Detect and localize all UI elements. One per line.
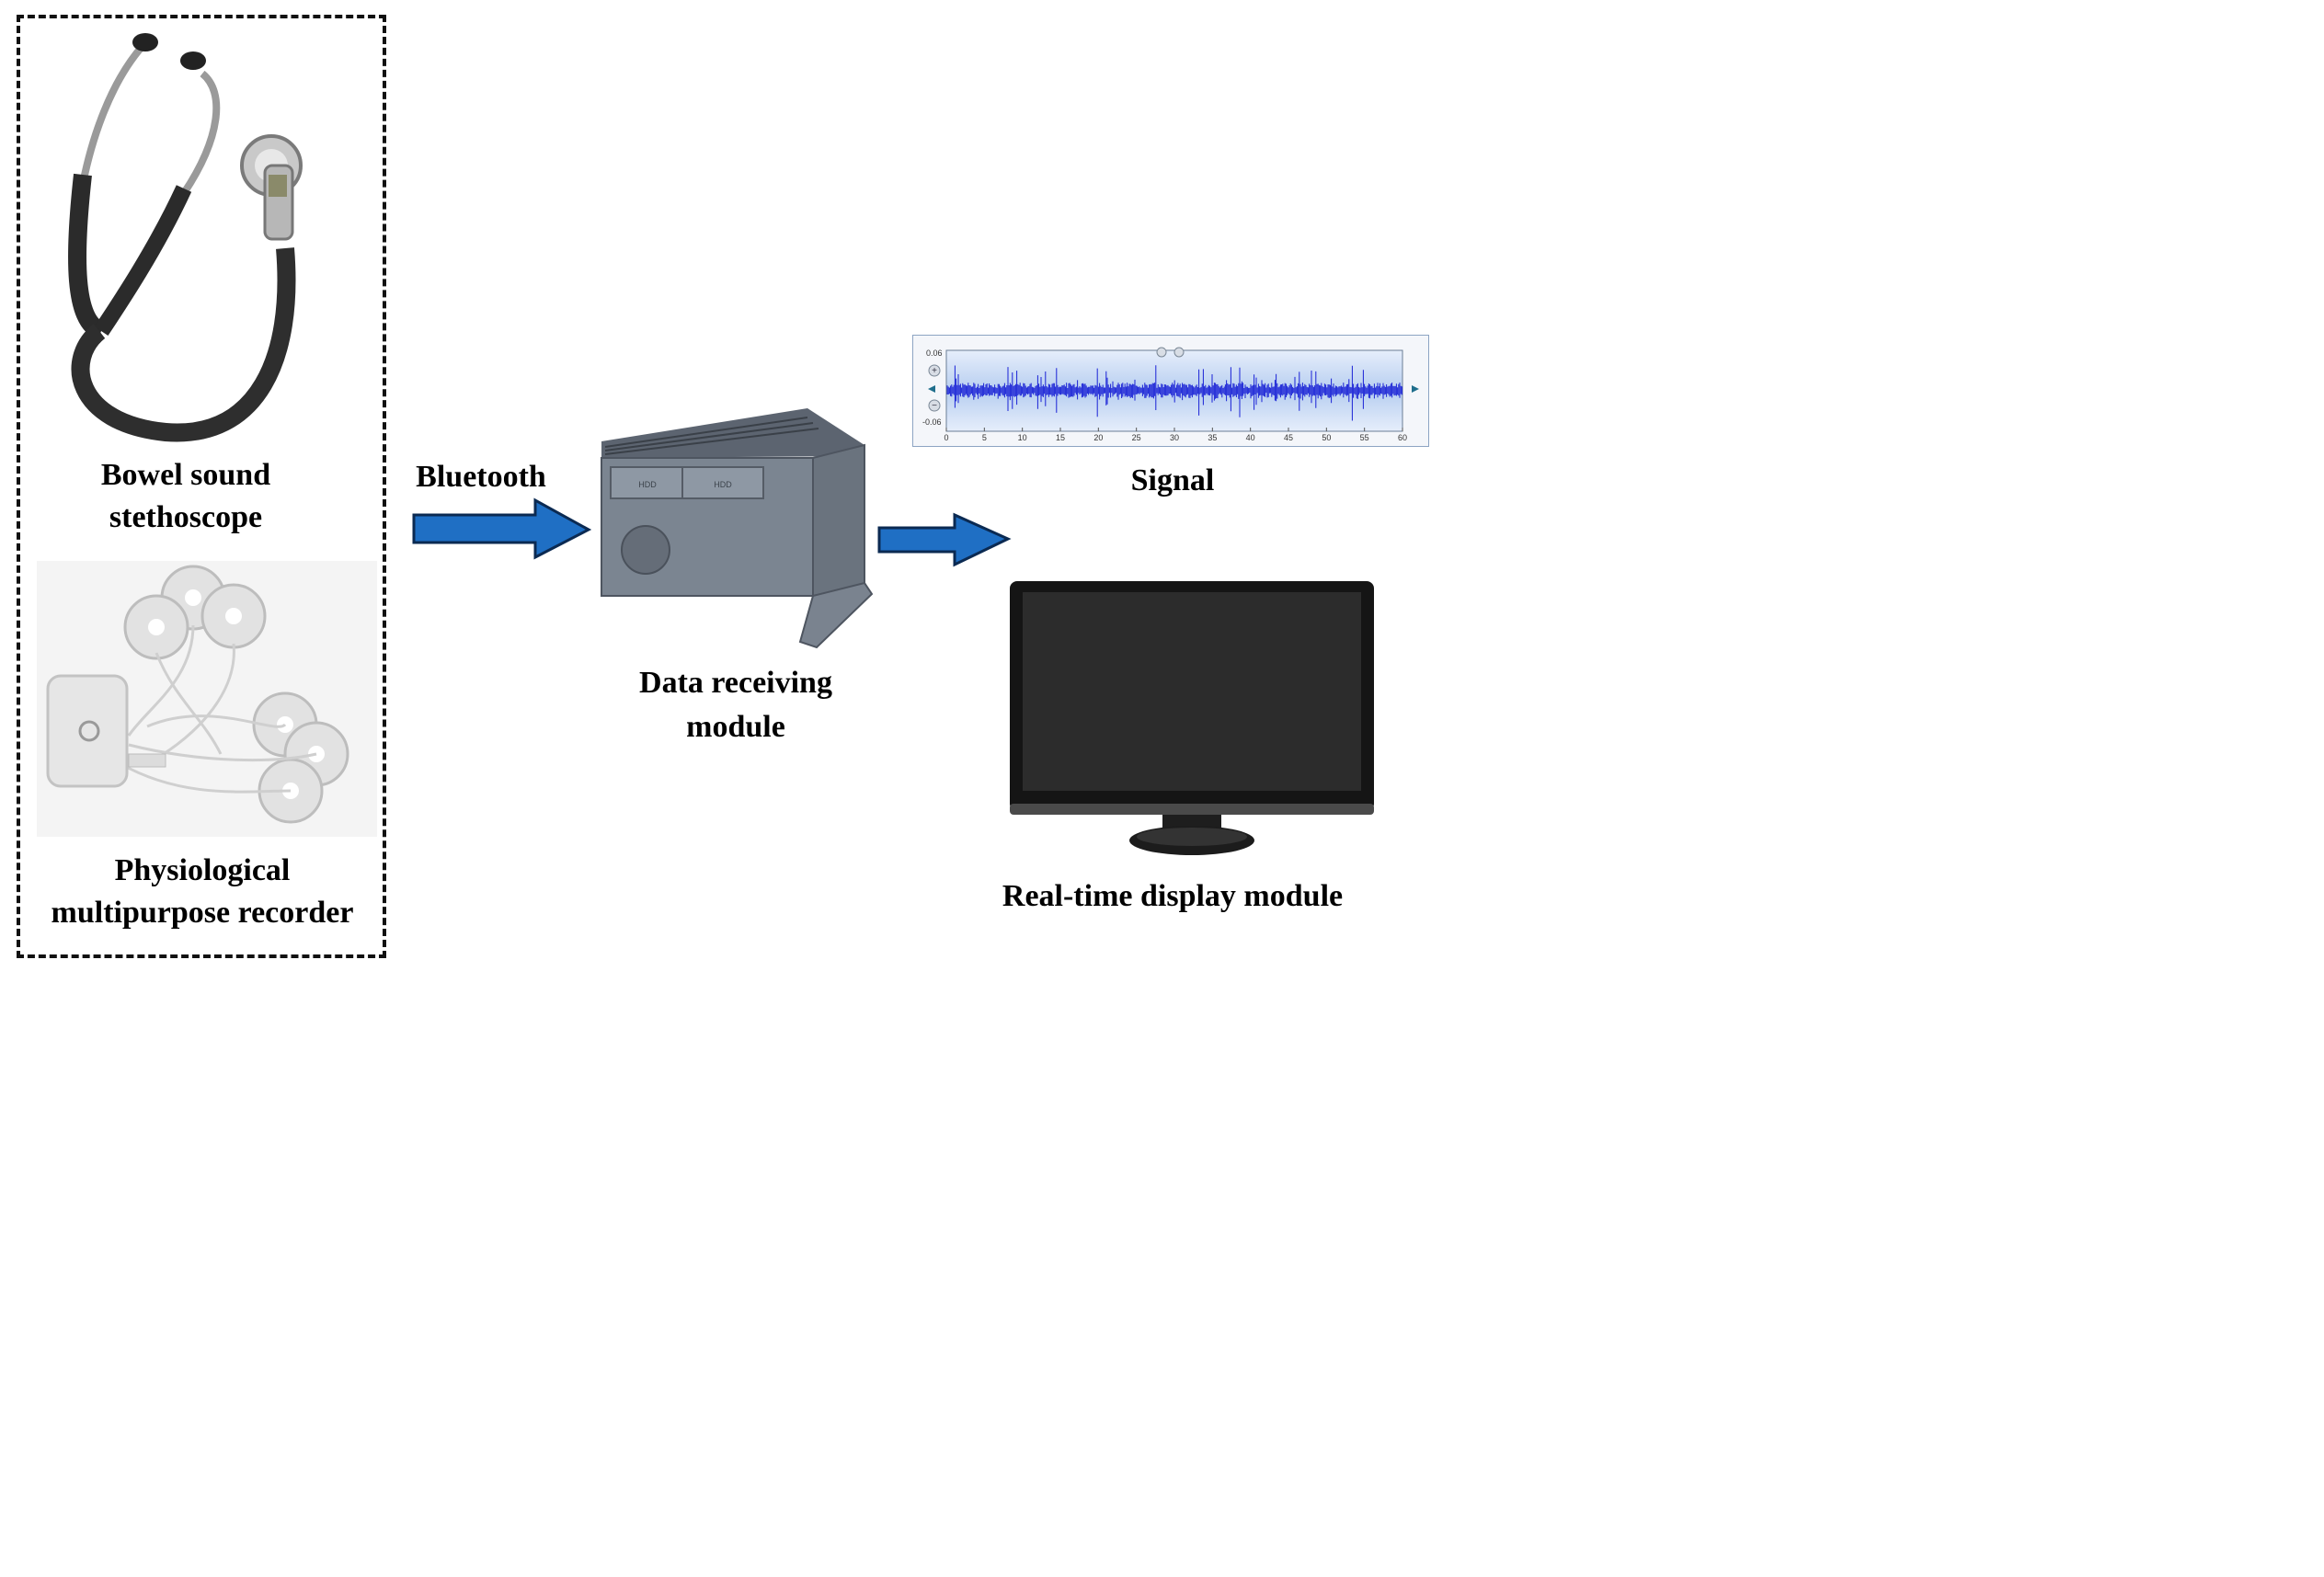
bluetooth-label: Bluetooth xyxy=(416,460,546,494)
receiver-label-line2: module xyxy=(686,710,785,744)
zoom-out-icon[interactable] xyxy=(928,399,941,412)
x-tick-label: 50 xyxy=(1322,433,1331,442)
recorder-label-line2: multipurpose recorder xyxy=(51,896,354,930)
display-label: Real-time display module xyxy=(1002,879,1344,913)
bay-label-left: HDD xyxy=(638,480,657,489)
y-min-label: -0.06 xyxy=(922,417,942,427)
stethoscope-image xyxy=(68,33,303,442)
x-tick-label: 25 xyxy=(1132,433,1141,442)
zoom-out-label: − xyxy=(932,401,937,411)
x-tick-label: 30 xyxy=(1170,433,1179,442)
stethoscope-label-line1: Bowel sound xyxy=(100,458,271,492)
x-tick-label: 0 xyxy=(944,433,948,442)
recorder-label-line1: Physiological xyxy=(114,853,291,887)
x-tick-label: 60 xyxy=(1398,433,1407,442)
bluetooth-arrow xyxy=(412,497,592,560)
zoom-in-icon[interactable] xyxy=(928,364,941,377)
zoom-in-label: + xyxy=(932,366,937,376)
receiver-device-image: HDD HDD xyxy=(601,408,874,649)
signal-label: Signal xyxy=(1130,463,1215,497)
x-tick-label: 5 xyxy=(982,433,987,442)
scroll-zoom-out-icon[interactable] xyxy=(1156,347,1167,358)
signal-waveform xyxy=(946,365,1402,421)
stethoscope-label-line2: stethoscope xyxy=(109,500,263,534)
x-tick-label: 35 xyxy=(1208,433,1217,442)
scroll-zoom-in-icon[interactable] xyxy=(1173,347,1185,358)
output-arrow xyxy=(877,512,1012,567)
recorder-image xyxy=(37,561,377,837)
signal-panel: 0.06 -0.06 + − 0 5 10 15 20 25 30 35 40 45 50 55 60 xyxy=(912,335,1429,447)
monitor-image xyxy=(1010,581,1374,855)
x-tick-label: 55 xyxy=(1360,433,1369,442)
x-tick-label: 20 xyxy=(1093,433,1103,442)
x-tick-label: 10 xyxy=(1018,433,1027,442)
x-tick-label: 40 xyxy=(1246,433,1255,442)
bay-label-right: HDD xyxy=(714,480,732,489)
fast-forward-icon[interactable] xyxy=(1412,385,1419,393)
sensor-group-box xyxy=(17,15,386,958)
signal-waveform-chart: 0.06 -0.06 + − 0 5 10 15 20 25 30 35 40 45 50 55 60 xyxy=(922,347,1419,442)
x-tick-labels: 0 5 10 15 20 25 30 35 40 45 50 55 60 xyxy=(944,428,1407,442)
x-tick-label: 15 xyxy=(1056,433,1065,442)
rewind-icon[interactable] xyxy=(928,385,935,393)
y-max-label: 0.06 xyxy=(926,349,943,358)
waveform-trace xyxy=(946,365,1402,421)
x-tick-label: 45 xyxy=(1284,433,1293,442)
receiver-label-line1: Data receiving xyxy=(639,666,832,700)
